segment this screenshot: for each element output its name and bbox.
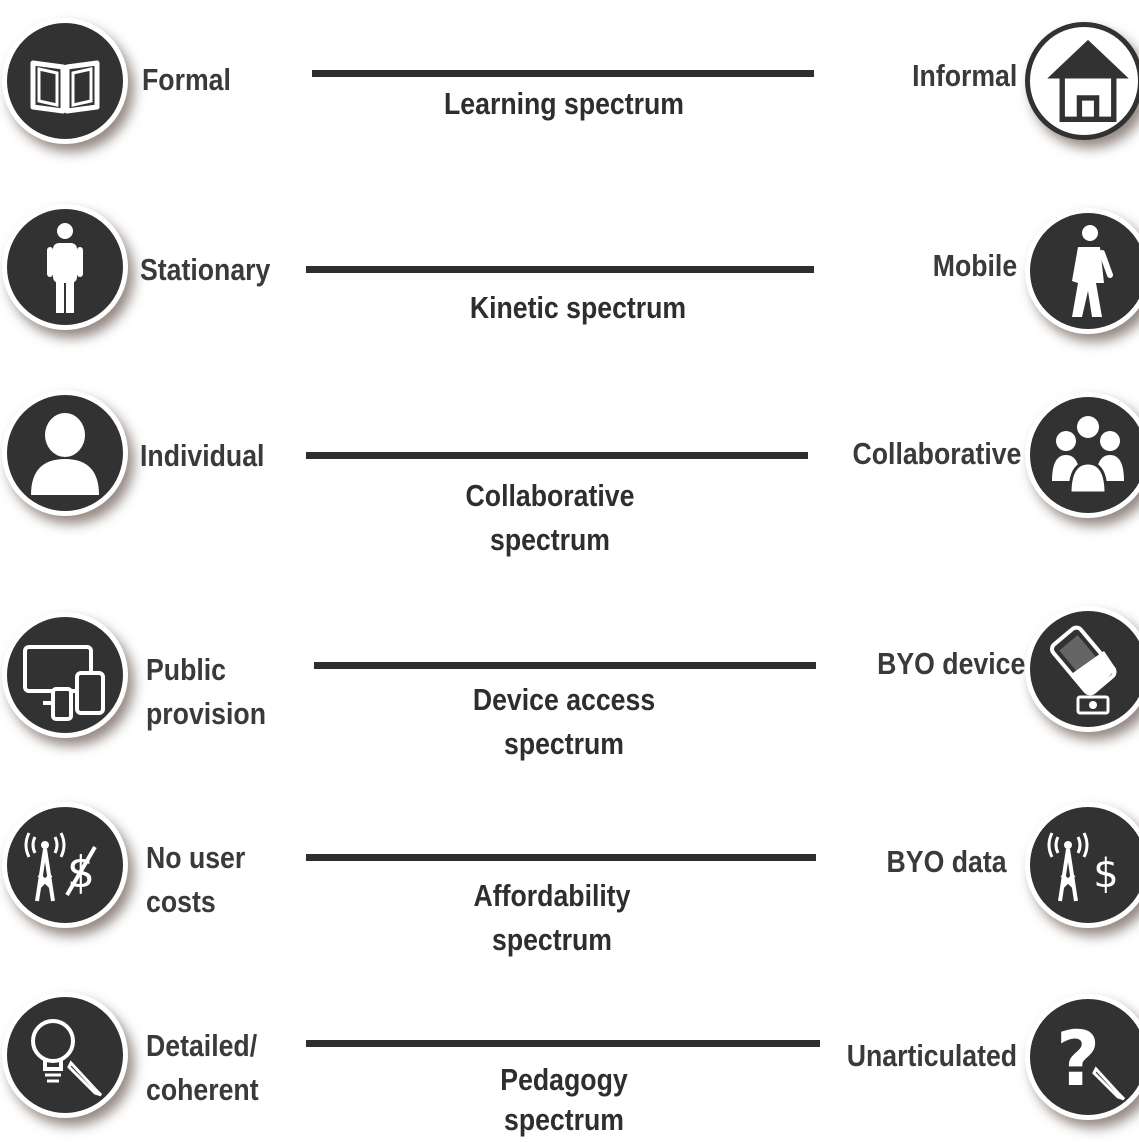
right-label-unarticulated: Unarticulated [846, 1038, 1017, 1073]
left-label-detailed: Detailed/ [146, 1028, 258, 1063]
caption-collaborative-line2: spectrum [489, 522, 610, 557]
device-access-spectrum-row: Public provision Device access spectrum … [0, 580, 1139, 780]
left-label-public: Public [146, 652, 226, 687]
house-icon [1025, 22, 1139, 140]
caption-device-access-line1: Device access [472, 682, 656, 717]
question-pencil-icon: ? [1025, 994, 1139, 1120]
right-label-informal: Informal [911, 58, 1017, 93]
caption-device-access-line2: spectrum [503, 726, 624, 761]
standing-person-icon [2, 204, 128, 330]
left-label-individual: Individual [140, 438, 265, 473]
spectrum-line [312, 70, 814, 77]
spectrum-line [306, 266, 814, 273]
question-glyph: ? [1056, 1014, 1100, 1103]
book-icon [2, 18, 128, 144]
caption-affordability-line1: Affordability [473, 878, 631, 913]
spectrum-line [306, 452, 808, 459]
lightbulb-pencil-icon [2, 992, 128, 1118]
spectrum-line [306, 1040, 820, 1047]
tower-no-cost-icon: $ [2, 802, 128, 928]
right-label-byo-data: BYO data [887, 844, 1007, 879]
caption-affordability-line2: spectrum [491, 922, 612, 957]
phone-payment-icon [1025, 606, 1139, 732]
left-label-coherent: coherent [146, 1072, 259, 1107]
left-label-costs: costs [146, 884, 216, 919]
caption-pedagogy-line1: Pedagogy [500, 1062, 628, 1097]
walking-person-icon [1025, 208, 1139, 334]
right-label-mobile: Mobile [932, 248, 1017, 283]
left-label-stationary: Stationary [140, 252, 271, 287]
tower-cost-icon: $ [1025, 802, 1139, 928]
devices-icon [2, 612, 128, 738]
left-label-no-user: No user [146, 840, 246, 875]
spectrum-line [314, 662, 816, 669]
right-label-byo-device: BYO device [876, 646, 1025, 681]
pedagogy-spectrum-row: Detailed/ coherent Pedagogy spectrum Una… [0, 980, 1139, 1138]
left-label-formal: Formal [142, 62, 231, 97]
spectrum-line [306, 854, 816, 861]
right-label-collaborative: Collaborative [852, 436, 1021, 471]
affordability-spectrum-row: $ No user costs Affordability spectrum B… [0, 780, 1139, 980]
learning-spectrum-row: Formal Learning spectrum Informal [0, 0, 1139, 180]
left-label-provision: provision [146, 696, 266, 731]
collaborative-spectrum-row: Individual Collaborative spectrum Collab… [0, 370, 1139, 580]
caption-kinetic-spectrum: Kinetic spectrum [469, 290, 687, 325]
kinetic-spectrum-row: Stationary Kinetic spectrum Mobile [0, 180, 1139, 370]
user-group-icon [1025, 392, 1139, 518]
single-user-icon [2, 390, 128, 516]
caption-collaborative-line1: Collaborative [465, 478, 635, 513]
dollar-glyph: $ [1093, 851, 1118, 897]
caption-pedagogy-line2: spectrum [503, 1102, 624, 1137]
caption-learning-spectrum: Learning spectrum [444, 86, 684, 121]
